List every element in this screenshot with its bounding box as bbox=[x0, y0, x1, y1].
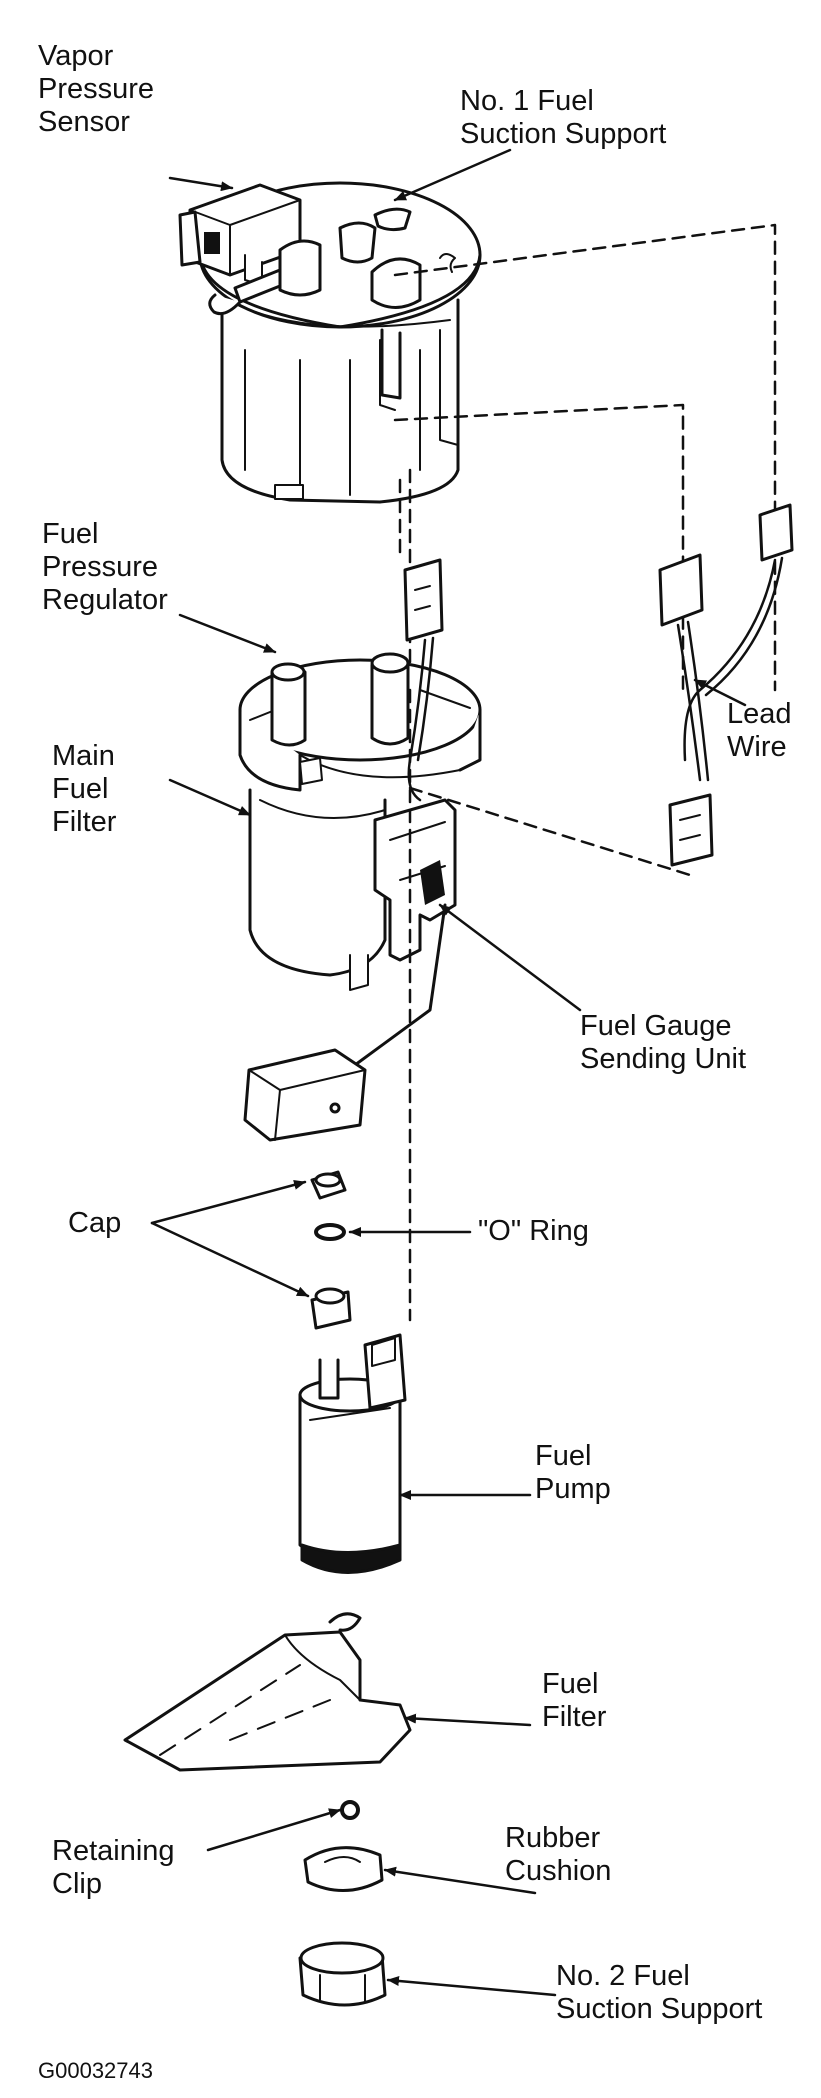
fuel-gauge-float bbox=[243, 903, 447, 1142]
dashed-connection-lines-middle bbox=[408, 688, 692, 1322]
label-main-fuel-filter: Main Fuel Filter bbox=[52, 740, 117, 838]
pressure-regulator-housing bbox=[238, 652, 482, 991]
no2-suction-support-part bbox=[298, 1941, 387, 2007]
leader-arrows bbox=[150, 148, 747, 1997]
fuel-outlet-pipe bbox=[208, 221, 377, 316]
label-fuel-gauge-sending-unit: Fuel Gauge Sending Unit bbox=[580, 1010, 747, 1075]
caps-and-o-ring bbox=[310, 1170, 352, 1330]
lead-wire-harness bbox=[658, 503, 794, 867]
figure-code: G00032743 bbox=[38, 2058, 153, 2083]
label-no1-fuel-suction-support: No. 1 Fuel Suction Support bbox=[460, 85, 667, 150]
label-cap: Cap bbox=[68, 1207, 122, 1239]
label-fuel-pressure-regulator: Fuel Pressure Regulator bbox=[42, 518, 168, 616]
label-o-ring: "O" Ring bbox=[478, 1215, 589, 1247]
fuel-pump-part bbox=[298, 1333, 407, 1574]
label-fuel-filter: Fuel Filter bbox=[542, 1668, 607, 1733]
label-retaining-clip: Retaining Clip bbox=[52, 1835, 175, 1900]
top-connectors bbox=[370, 207, 456, 400]
label-lead-wire: Lead Wire bbox=[727, 698, 792, 763]
retaining-clip-and-cushion bbox=[303, 1800, 384, 1892]
label-vapor-pressure-sensor: Vapor Pressure Sensor bbox=[38, 40, 155, 138]
label-rubber-cushion: Rubber Cushion bbox=[505, 1822, 612, 1887]
label-no2-fuel-suction-support: No. 2 Fuel Suction Support bbox=[556, 1960, 763, 2025]
label-fuel-pump: Fuel Pump bbox=[535, 1440, 611, 1505]
fuel-filter-sock bbox=[123, 1612, 412, 1772]
